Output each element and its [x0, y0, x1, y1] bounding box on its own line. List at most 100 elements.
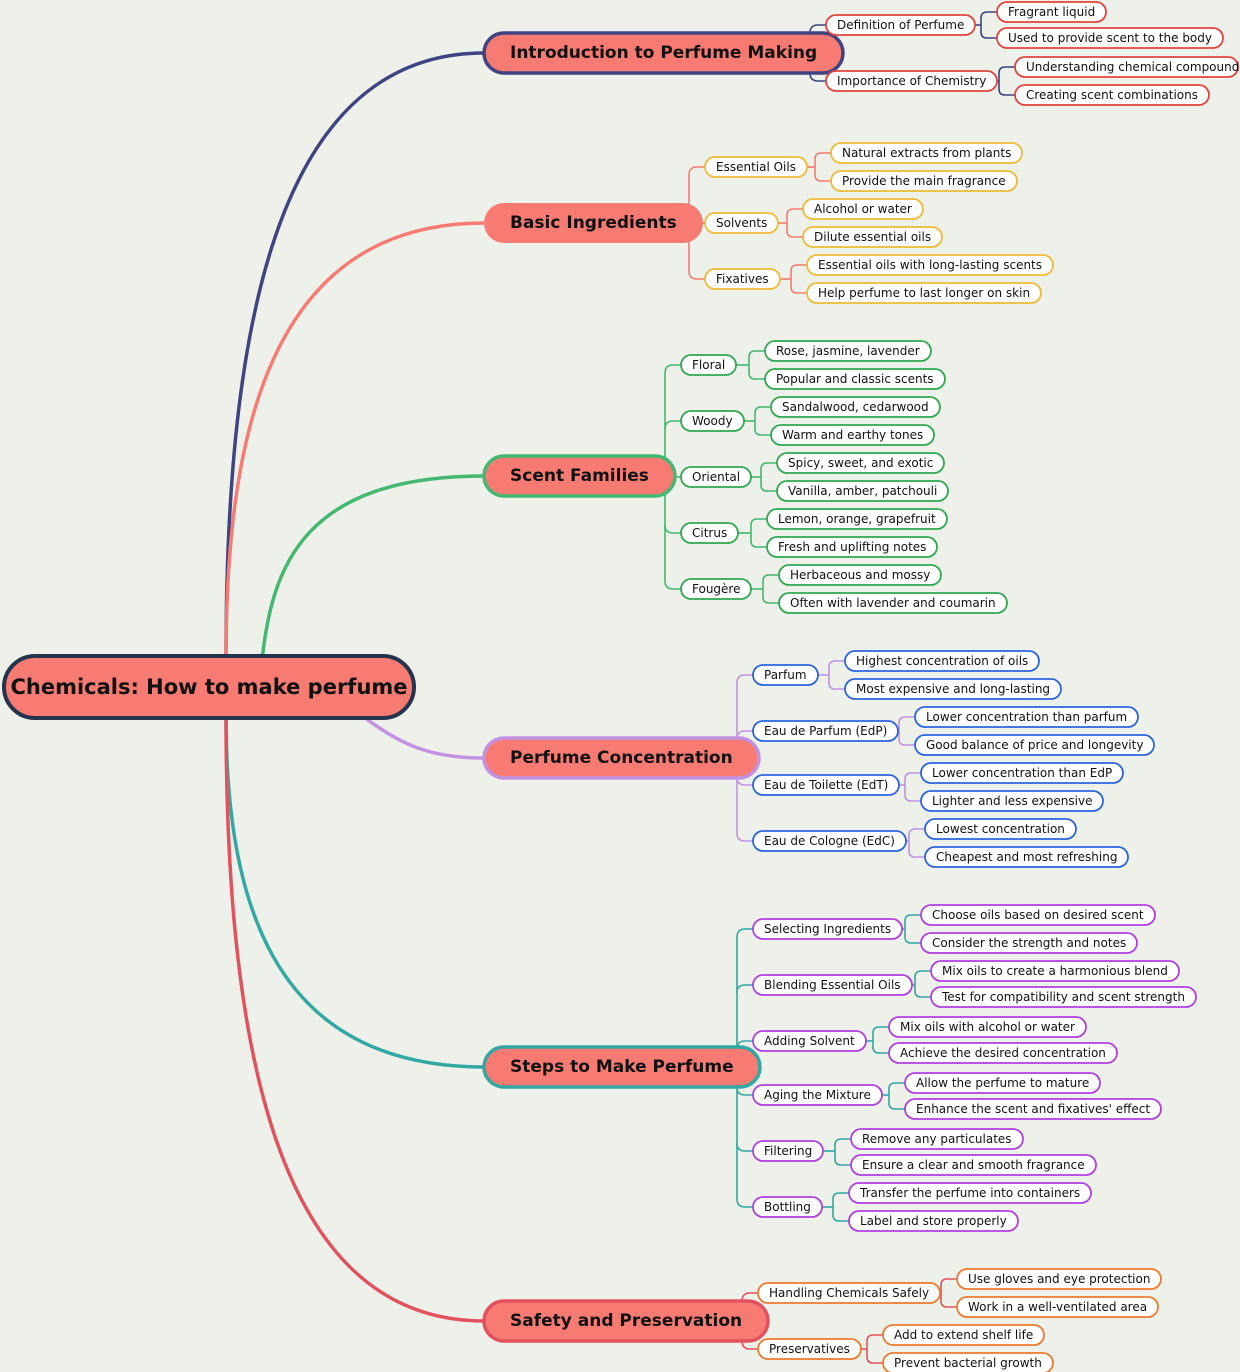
leaf-node-test-for-compatibility-and-scent-strength[interactable]: Test for compatibility and scent strengt…: [930, 986, 1197, 1008]
sub-connector: [736, 1142, 753, 1152]
node-label: Prevent bacterial growth: [894, 1356, 1042, 1370]
node-label: Achieve the desired concentration: [900, 1046, 1106, 1060]
topic-node-importance-of-chemistry[interactable]: Importance of Chemistry: [825, 70, 998, 92]
branch-node-introduction-to-perfume-making[interactable]: Introduction to Perfume Making: [482, 31, 845, 75]
topic-node-shape: [752, 830, 907, 852]
node-label: Woody: [692, 414, 733, 428]
leaf-node-cheapest-and-most-refreshing[interactable]: Cheapest and most refreshing: [924, 846, 1129, 868]
topic-node-handling-chemicals-safely[interactable]: Handling Chemicals Safely: [757, 1282, 941, 1304]
leaf-node-herbaceous-and-mossy[interactable]: Herbaceous and mossy: [778, 564, 942, 586]
topic-node-eau-de-cologne-edc[interactable]: Eau de Cologne (EdC): [752, 830, 907, 852]
node-label: Perfume Concentration: [510, 748, 733, 768]
leaf-node-shape: [904, 1072, 1101, 1094]
topic-node-aging-the-mixture[interactable]: Aging the Mixture: [752, 1084, 883, 1106]
leaf-node-use-gloves-and-eye-protection[interactable]: Use gloves and eye protection: [956, 1268, 1162, 1290]
branch-node-steps-to-make-perfume[interactable]: Steps to Make Perfume: [482, 1045, 762, 1089]
leaf-node-transfer-the-perfume-into-containers[interactable]: Transfer the perfume into containers: [848, 1182, 1092, 1204]
topic-node-eau-de-toilette-edt[interactable]: Eau de Toilette (EdT): [752, 774, 900, 796]
topic-node-floral[interactable]: Floral: [680, 354, 737, 376]
topic-node-foug-re[interactable]: Fougère: [680, 578, 752, 600]
leaf-node-shape: [956, 1268, 1162, 1290]
leaf-node-prevent-bacterial-growth[interactable]: Prevent bacterial growth: [882, 1352, 1054, 1372]
node-label: Definition of Perfume: [837, 18, 964, 32]
node-label: Blending Essential Oils: [764, 978, 901, 992]
branch-node-shape: [482, 454, 677, 498]
leaf-node-most-expensive-and-long-lasting[interactable]: Most expensive and long-lasting: [844, 678, 1062, 700]
topic-node-essential-oils[interactable]: Essential Oils: [704, 156, 808, 178]
leaf-connector: [908, 841, 925, 858]
leaf-node-mix-oils-to-create-a-harmonious-blend[interactable]: Mix oils to create a harmonious blend: [930, 960, 1180, 982]
topic-node-shape: [752, 1196, 823, 1218]
topic-node-fixatives[interactable]: Fixatives: [704, 268, 781, 290]
leaf-node-understanding-chemical-compounds[interactable]: Understanding chemical compounds: [1014, 56, 1240, 78]
leaf-node-sandalwood-cedarwood[interactable]: Sandalwood, cedarwood: [770, 396, 941, 418]
topic-node-shape: [680, 410, 745, 432]
leaf-node-shape: [806, 282, 1042, 304]
leaf-node-label-and-store-properly[interactable]: Label and store properly: [848, 1210, 1019, 1232]
topic-node-adding-solvent[interactable]: Adding Solvent: [752, 1030, 867, 1052]
leaf-node-fragrant-liquid[interactable]: Fragrant liquid: [996, 1, 1107, 23]
leaf-node-choose-oils-based-on-desired-scent[interactable]: Choose oils based on desired scent: [920, 904, 1156, 926]
leaf-node-rose-jasmine-lavender[interactable]: Rose, jasmine, lavender: [764, 340, 932, 362]
leaf-node-shape: [848, 1182, 1092, 1204]
leaf-node-lowest-concentration[interactable]: Lowest concentration: [924, 818, 1077, 840]
topic-node-shape: [752, 774, 900, 796]
topic-node-solvents[interactable]: Solvents: [704, 212, 779, 234]
leaf-node-shape: [996, 1, 1107, 23]
topic-node-parfum[interactable]: Parfum: [752, 664, 819, 686]
topic-node-filtering[interactable]: Filtering: [752, 1140, 824, 1162]
leaf-node-dilute-essential-oils[interactable]: Dilute essential oils: [802, 226, 943, 248]
leaf-node-lower-concentration-than-edp[interactable]: Lower concentration than EdP: [920, 762, 1124, 784]
topic-node-shape: [752, 720, 899, 742]
leaf-node-lemon-orange-grapefruit[interactable]: Lemon, orange, grapefruit: [766, 508, 948, 530]
leaf-node-often-with-lavender-and-coumarin[interactable]: Often with lavender and coumarin: [778, 592, 1008, 614]
leaf-node-used-to-provide-scent-to-the-body[interactable]: Used to provide scent to the body: [996, 27, 1224, 49]
leaf-node-spicy-sweet-and-exotic[interactable]: Spicy, sweet, and exotic: [776, 452, 945, 474]
leaf-node-natural-extracts-from-plants[interactable]: Natural extracts from plants: [830, 142, 1023, 164]
leaf-node-ensure-a-clear-and-smooth-fragrance[interactable]: Ensure a clear and smooth fragrance: [850, 1154, 1097, 1176]
branch-node-perfume-concentration[interactable]: Perfume Concentration: [482, 736, 761, 780]
leaf-connector: [750, 533, 767, 548]
leaf-node-provide-the-main-fragrance[interactable]: Provide the main fragrance: [830, 170, 1018, 192]
leaf-node-shape: [920, 762, 1124, 784]
topic-node-definition-of-perfume[interactable]: Definition of Perfume: [825, 14, 976, 36]
topic-node-eau-de-parfum-edp[interactable]: Eau de Parfum (EdP): [752, 720, 899, 742]
leaf-node-alcohol-or-water[interactable]: Alcohol or water: [802, 198, 924, 220]
leaf-node-achieve-the-desired-concentration[interactable]: Achieve the desired concentration: [888, 1042, 1118, 1064]
branch-node-basic-ingredients[interactable]: Basic Ingredients: [484, 203, 703, 243]
root-node[interactable]: Chemicals: How to make perfume: [2, 654, 416, 720]
leaf-node-remove-any-particulates[interactable]: Remove any particulates: [850, 1128, 1024, 1150]
leaf-node-enhance-the-scent-and-fixatives-effect[interactable]: Enhance the scent and fixatives' effect: [904, 1098, 1162, 1120]
leaf-node-shape: [924, 846, 1129, 868]
leaf-node-add-to-extend-shelf-life[interactable]: Add to extend shelf life: [882, 1324, 1045, 1346]
leaf-connector: [998, 66, 1015, 81]
leaf-node-creating-scent-combinations[interactable]: Creating scent combinations: [1014, 84, 1210, 106]
topic-node-citrus[interactable]: Citrus: [680, 522, 739, 544]
branch-node-safety-and-preservation[interactable]: Safety and Preservation: [482, 1299, 770, 1343]
leaf-node-highest-concentration-of-oils[interactable]: Highest concentration of oils: [844, 650, 1040, 672]
leaf-node-essential-oils-with-long-lasting-scents[interactable]: Essential oils with long-lasting scents: [806, 254, 1054, 276]
leaf-node-lower-concentration-than-parfum[interactable]: Lower concentration than parfum: [914, 706, 1139, 728]
sub-connector: [688, 270, 705, 280]
leaf-node-popular-and-classic-scents[interactable]: Popular and classic scents: [764, 368, 946, 390]
leaf-node-help-perfume-to-last-longer-on-skin[interactable]: Help perfume to last longer on skin: [806, 282, 1042, 304]
leaf-node-good-balance-of-price-and-longevity[interactable]: Good balance of price and longevity: [914, 734, 1155, 756]
leaf-connector: [754, 421, 771, 436]
leaf-node-fresh-and-uplifting-notes[interactable]: Fresh and uplifting notes: [766, 536, 938, 558]
leaf-node-mix-oils-with-alcohol-or-water[interactable]: Mix oils with alcohol or water: [888, 1016, 1087, 1038]
leaf-node-warm-and-earthy-tones[interactable]: Warm and earthy tones: [770, 424, 935, 446]
topic-node-selecting-ingredients[interactable]: Selecting Ingredients: [752, 918, 903, 940]
topic-node-woody[interactable]: Woody: [680, 410, 745, 432]
topic-node-oriental[interactable]: Oriental: [680, 466, 752, 488]
branch-node-scent-families[interactable]: Scent Families: [482, 454, 677, 498]
leaf-node-shape: [924, 818, 1077, 840]
leaf-node-consider-the-strength-and-notes[interactable]: Consider the strength and notes: [920, 932, 1138, 954]
topic-node-preservatives[interactable]: Preservatives: [757, 1338, 862, 1360]
leaf-node-allow-the-perfume-to-mature[interactable]: Allow the perfume to mature: [904, 1072, 1101, 1094]
leaf-node-work-in-a-well-ventilated-area[interactable]: Work in a well-ventilated area: [956, 1296, 1159, 1318]
topic-node-shape: [757, 1338, 862, 1360]
leaf-node-vanilla-amber-patchouli[interactable]: Vanilla, amber, patchouli: [776, 480, 949, 502]
leaf-node-lighter-and-less-expensive[interactable]: Lighter and less expensive: [920, 790, 1104, 812]
topic-node-blending-essential-oils[interactable]: Blending Essential Oils: [752, 974, 913, 996]
topic-node-bottling[interactable]: Bottling: [752, 1196, 823, 1218]
